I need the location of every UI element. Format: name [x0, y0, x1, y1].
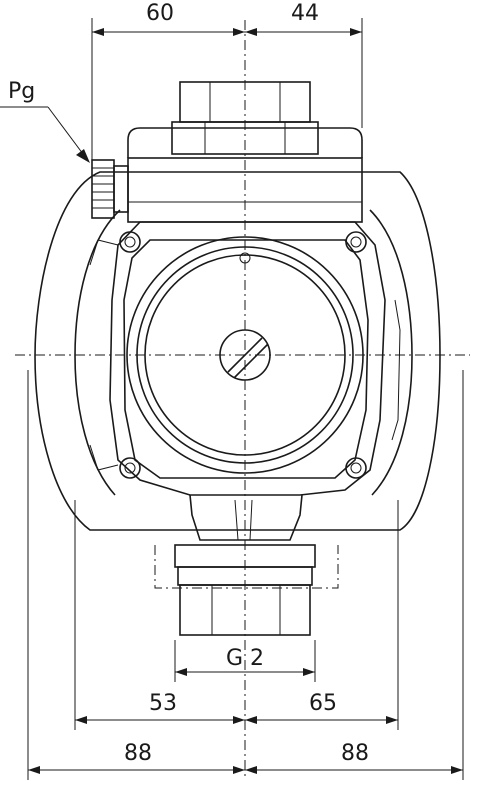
pump-body	[89, 221, 401, 496]
dim-thread-label: G 2	[226, 646, 264, 671]
bolt-bottom-right	[345, 457, 367, 479]
dim-bottom-right-label: 88	[341, 741, 369, 766]
dimension-thread: G 2	[174, 640, 316, 682]
pipe-connection	[154, 494, 339, 636]
cable-gland	[91, 159, 129, 219]
dim-lower-left-label: 53	[149, 691, 177, 716]
bolt-bottom-left	[119, 457, 141, 479]
dimension-top: 60 44	[91, 1, 363, 160]
dim-lower-right-label: 65	[309, 691, 337, 716]
dimension-bottom: 88 88	[27, 370, 464, 780]
pg-label: Pg	[8, 79, 35, 104]
dim-bottom-left-label: 88	[124, 741, 152, 766]
dimension-lower: 53 65	[74, 500, 399, 730]
bolt-top-left	[119, 231, 141, 253]
dim-top-left-label: 60	[146, 1, 174, 26]
center-lines	[15, 20, 470, 780]
motor-housing	[34, 171, 441, 531]
bolt-top-right	[345, 231, 367, 253]
dim-top-right-label: 44	[291, 1, 319, 26]
pg-callout: Pg	[0, 79, 90, 163]
